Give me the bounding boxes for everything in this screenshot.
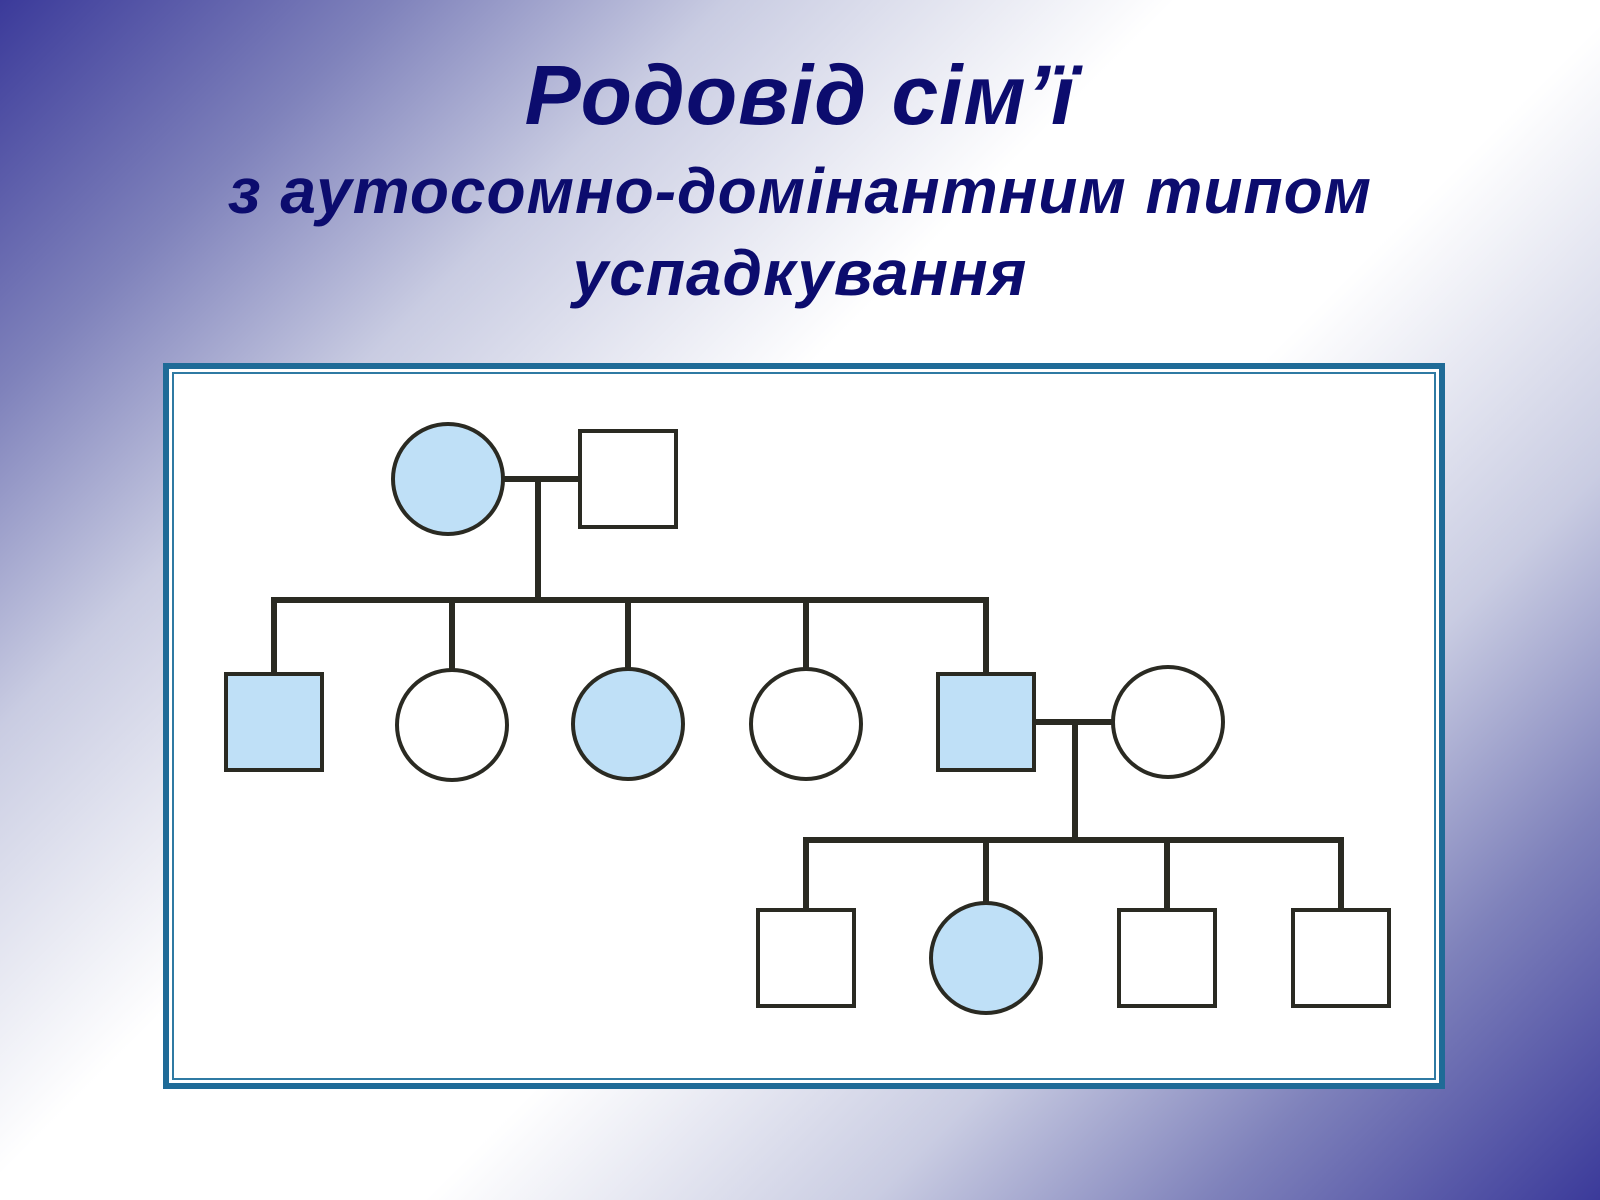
slide-title-block: Родовід сім’ї з аутосомно-домінантним ти… (0, 40, 1600, 314)
pedigree-symbols (224, 422, 1391, 1015)
male-square-ii-1 (224, 672, 324, 772)
male-square-iii-3 (1117, 908, 1217, 1008)
slide-title: Родовід сім’ї (524, 48, 1076, 142)
male-square-iii-4 (1291, 908, 1391, 1008)
male-square-iii-1 (756, 908, 856, 1008)
pedigree-lines (271, 476, 1344, 913)
female-circle-iii-2 (929, 901, 1043, 1015)
male-square-i-2 (578, 429, 678, 529)
male-square-ii-5 (936, 672, 1036, 772)
slide-subtitle-line-1: з аутосомно-домінантним типом (227, 155, 1373, 227)
female-circle-ii-4 (749, 667, 863, 781)
slide-subtitle-line-2: успадкування (572, 237, 1028, 309)
female-circle-ii-2 (395, 668, 509, 782)
female-circle-i-1 (391, 422, 505, 536)
female-circle-ii-3 (571, 667, 685, 781)
female-circle-ii-6 (1111, 665, 1225, 779)
